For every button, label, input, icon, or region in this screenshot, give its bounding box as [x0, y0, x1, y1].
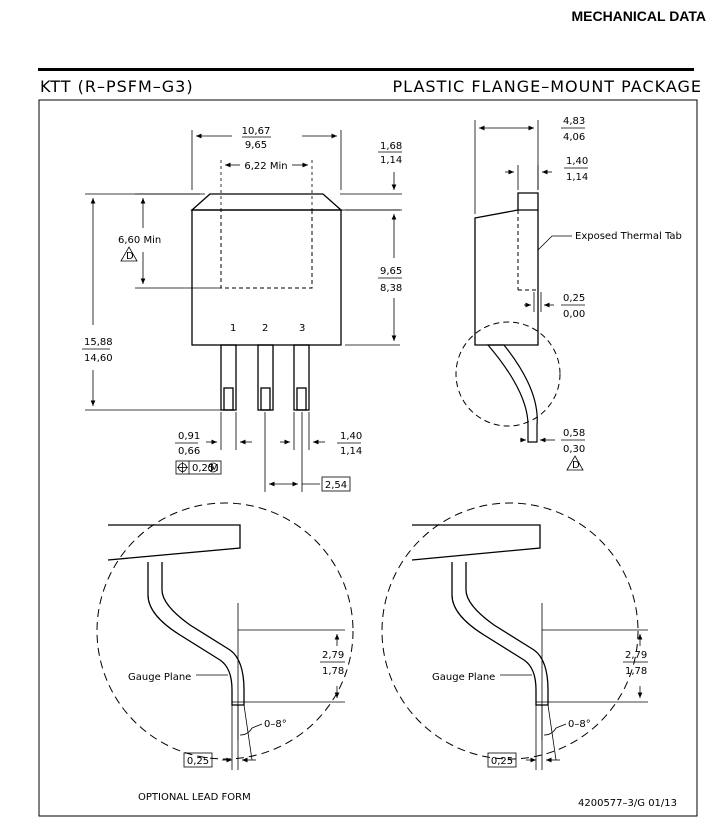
- detail-circle-side: [455, 321, 561, 427]
- standoff-min: 0,00: [563, 309, 585, 320]
- package-code: KTT (R–PSFM–G3): [40, 77, 194, 96]
- package-type: PLASTIC FLANGE–MOUNT PACKAGE: [392, 77, 702, 96]
- svg-text:D: D: [126, 251, 134, 262]
- lead-width-min: 0,66: [178, 446, 200, 457]
- pin-2-label: 2: [262, 323, 268, 334]
- tab-thick-max: 1,40: [566, 156, 588, 167]
- body-width-max: 10,67: [242, 126, 271, 137]
- drawing-id: 4200577–3/G 01/13: [578, 798, 677, 809]
- pitch-dim: 2,54: [325, 480, 347, 491]
- angle-right: 0–8°: [568, 719, 591, 730]
- optional-lead-form-label: OPTIONAL LEAD FORM: [138, 792, 251, 803]
- top-chamfer-min: 1,14: [380, 155, 402, 166]
- angle-left: 0–8°: [264, 719, 287, 730]
- svg-text:M: M: [210, 463, 219, 474]
- exposed-tab-label: Exposed Thermal Tab: [575, 231, 682, 242]
- pin-1-label: 1: [230, 323, 236, 334]
- foot-min-right: 1,78: [625, 666, 647, 677]
- gauge-offset-left: 0,25: [187, 756, 209, 767]
- top-chamfer-max: 1,68: [380, 141, 402, 152]
- lead-gap-min: 1,14: [340, 446, 362, 457]
- lead-gap-max: 1,40: [340, 431, 362, 442]
- body-width-min: 9,65: [245, 140, 267, 151]
- gauge-plane-right: Gauge Plane: [432, 672, 495, 683]
- svg-text:D: D: [572, 460, 580, 471]
- lead-thick-max: 0,58: [563, 428, 585, 439]
- tab-thick-min: 1,14: [566, 172, 588, 183]
- total-height-max: 15,88: [84, 337, 113, 348]
- detail-circle-left: [96, 502, 354, 760]
- title-rule: [38, 68, 694, 71]
- drawing-frame: [38, 99, 698, 817]
- thickness-max: 4,83: [563, 116, 585, 127]
- detail-circle-right: [381, 502, 639, 760]
- note-d-triangle-1: D: [120, 246, 138, 262]
- lead-thick-min: 0,30: [563, 444, 585, 455]
- lead-width-max: 0,91: [178, 431, 200, 442]
- pitch-box: [321, 476, 351, 492]
- gauge-plane-left: Gauge Plane: [128, 672, 191, 683]
- thickness-min: 4,06: [563, 132, 585, 143]
- front-view: [190, 193, 343, 411]
- standoff-max: 0,25: [563, 293, 585, 304]
- tab-min-dim: 6,22 Min: [244, 161, 287, 172]
- body-height-max: 9,65: [380, 266, 402, 277]
- foot-max-right: 2,79: [625, 650, 647, 661]
- position-tolerance-frame: 0,25 M: [175, 460, 222, 475]
- position-tol-value: 0,25: [192, 463, 214, 474]
- foot-max-left: 2,79: [322, 650, 344, 661]
- section-title: MECHANICAL DATA: [571, 8, 706, 24]
- side-view: [474, 192, 539, 443]
- gauge-offset-right: 0,25: [491, 756, 513, 767]
- foot-min-left: 1,78: [322, 666, 344, 677]
- gauge-offset-box-right: [487, 752, 517, 768]
- gauge-offset-box-left: [183, 752, 213, 768]
- pin-3-label: 3: [299, 323, 305, 334]
- note-d-triangle-2: D: [566, 455, 584, 471]
- total-height-min: 14,60: [84, 353, 113, 364]
- body-height-min: 8,38: [380, 283, 402, 294]
- pad-height-dim: 6,60 Min: [118, 235, 161, 246]
